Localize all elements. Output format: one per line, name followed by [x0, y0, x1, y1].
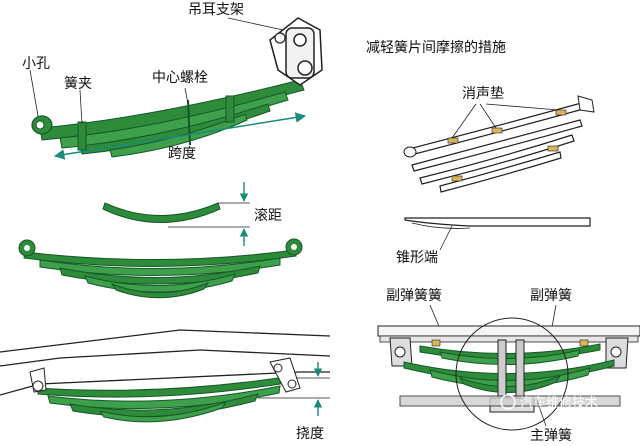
watermark-text: 汽车维修技术 [520, 395, 598, 411]
silencer-pad [547, 145, 559, 152]
label-span: 跨度 [168, 146, 196, 162]
label-small-hole: 小孔 [22, 56, 50, 72]
label-aux-spring-left: 副弹簧簧 [386, 288, 442, 304]
label-aux-spring-right: 副弹簧 [530, 288, 572, 304]
label-spring-clip: 簧夹 [64, 76, 92, 92]
anti-friction-figure: 减轻簧片间摩擦的措施 消声垫 锥形端 [366, 39, 595, 266]
deflection-figure: 挠度 [0, 329, 331, 442]
spring-clip [225, 95, 235, 123]
detail-circle [455, 317, 569, 431]
spring-clip [77, 121, 87, 151]
label-deflection: 挠度 [296, 426, 324, 442]
silencer-pad [451, 175, 463, 182]
tapered-end-leaf [404, 217, 591, 227]
leaf-spring-assembly: 吊耳支架 小孔 簧夹 中心螺栓 跨度 [22, 2, 323, 162]
label-silencer-pad: 消声垫 [462, 86, 504, 102]
span-arrow [53, 112, 307, 160]
label-anti-friction-title: 减轻簧片间摩擦的措施 [366, 39, 506, 56]
roll-distance-figure: 滚距 [102, 182, 282, 246]
aux-spring-figure: 副弹簧簧 副弹簧 主弹簧 [377, 288, 640, 444]
label-center-bolt: 中心螺栓 [152, 70, 208, 86]
label-main-spring: 主弹簧 [530, 428, 572, 444]
silencer-pad [555, 109, 567, 116]
watermark: 汽车维修技术 [500, 394, 598, 411]
spring-pack-middle [18, 238, 303, 299]
silencer-pad [491, 127, 503, 134]
label-tapered-end: 锥形端 [396, 250, 438, 266]
silencer-pad [447, 137, 459, 144]
label-roll-distance: 滚距 [254, 207, 282, 224]
shackle-bracket [269, 17, 323, 86]
label-shackle: 吊耳支架 [188, 2, 244, 18]
